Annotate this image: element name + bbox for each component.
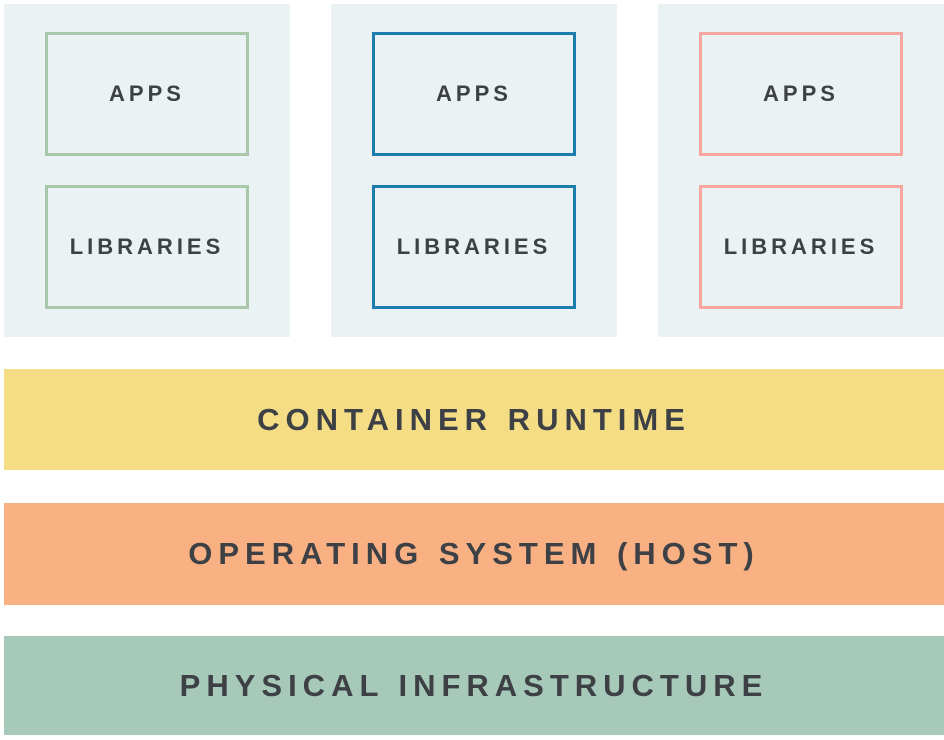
layer-physical-infrastructure-label: PHYSICAL INFRASTRUCTURE <box>179 667 769 703</box>
apps-label: APPS <box>109 81 185 106</box>
libraries-label: LIBRARIES <box>723 234 879 259</box>
apps-box: APPS <box>699 32 903 156</box>
container-panel-1: APPS LIBRARIES <box>4 4 290 337</box>
apps-box: APPS <box>372 32 576 156</box>
container-panel-2: APPS LIBRARIES <box>331 4 617 337</box>
layer-physical-infrastructure: PHYSICAL INFRASTRUCTURE <box>4 636 944 735</box>
layer-operating-system: OPERATING SYSTEM (HOST) <box>4 503 944 605</box>
layer-container-runtime: CONTAINER RUNTIME <box>4 369 944 470</box>
libraries-box: LIBRARIES <box>699 185 903 309</box>
libraries-label: LIBRARIES <box>69 234 225 259</box>
layer-operating-system-label: OPERATING SYSTEM (HOST) <box>188 536 760 571</box>
libraries-label: LIBRARIES <box>396 234 552 259</box>
apps-label: APPS <box>763 81 839 106</box>
libraries-box: LIBRARIES <box>45 185 249 309</box>
layer-container-runtime-label: CONTAINER RUNTIME <box>257 401 691 437</box>
container-panel-3: APPS LIBRARIES <box>658 4 944 337</box>
apps-label: APPS <box>436 81 512 106</box>
apps-box: APPS <box>45 32 249 156</box>
containers-row: APPS LIBRARIES APPS LIBRARIES APPS LIBRA… <box>4 4 944 337</box>
libraries-box: LIBRARIES <box>372 185 576 309</box>
